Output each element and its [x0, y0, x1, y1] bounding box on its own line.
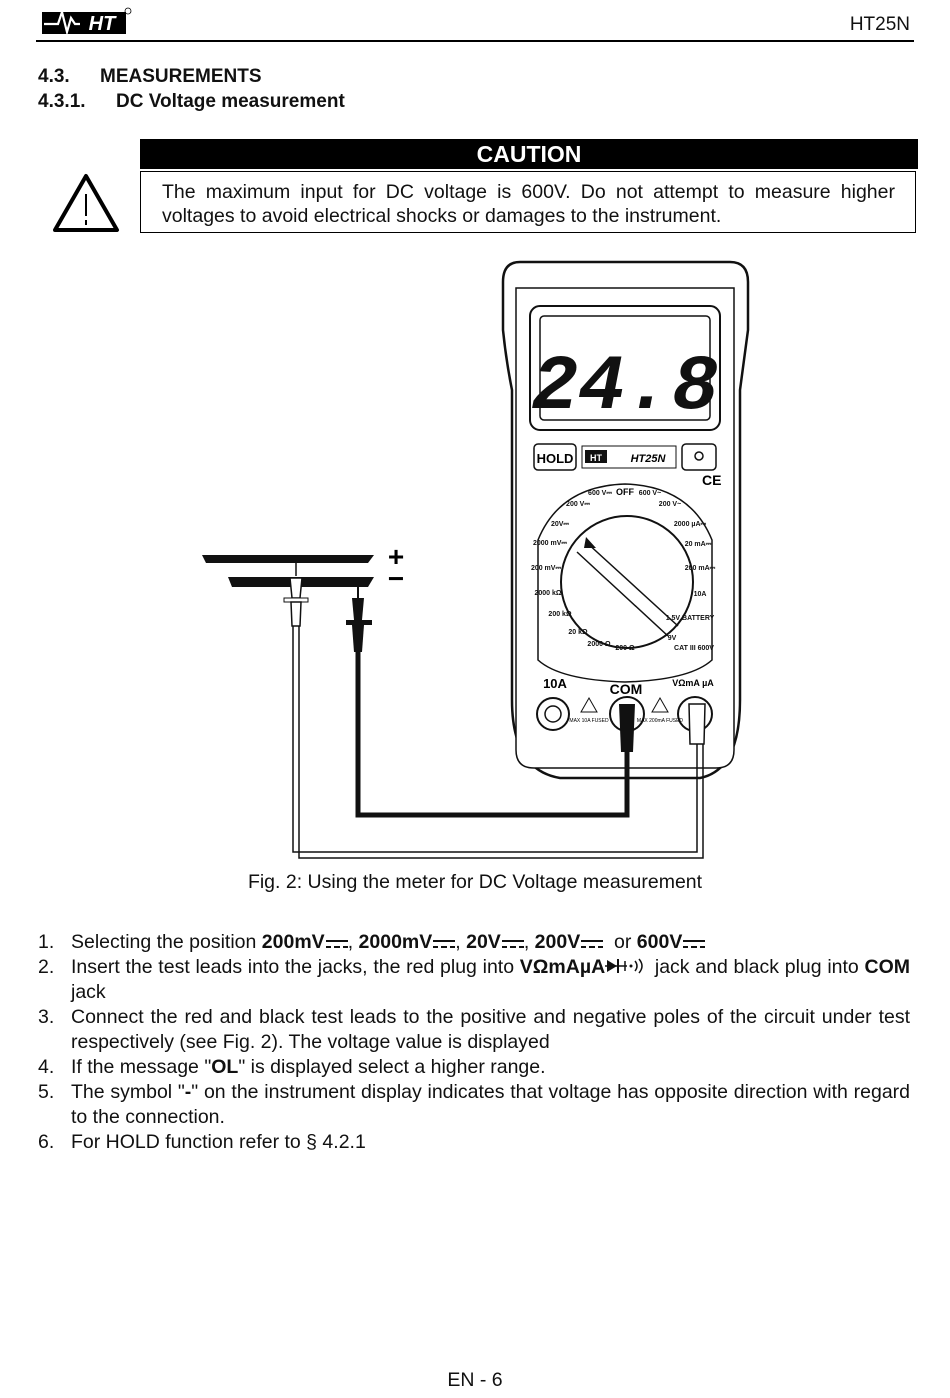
meter-model-label: HT25N [631, 453, 667, 465]
backlight-icon [694, 451, 704, 461]
dial-label: 200 V⎓ [566, 501, 590, 508]
minus-symbol: - [184, 1081, 192, 1103]
warning-triangle-icon [53, 174, 119, 232]
jack-com-label: COM [610, 681, 643, 697]
red-test-lead [283, 562, 706, 859]
dial-label: 2000 mV⎓ [533, 540, 567, 547]
multimeter-figure: + − 24.8 HOLD HT HT25N CE OFF 600 V⎓ 200… [202, 260, 750, 859]
dial-label: 1.5V BATTERY [666, 615, 715, 622]
dial-label: 2000 Ω [587, 641, 611, 648]
separator: , [347, 931, 359, 953]
step-text: If the message " [71, 1056, 212, 1078]
dial-label: 200 kΩ [548, 611, 572, 618]
dc-symbol-icon [501, 940, 524, 948]
separator: , [455, 931, 467, 953]
dial-label: 600 V~ [639, 490, 661, 497]
step-text: For HOLD function refer to § 4.2.1 [71, 1131, 366, 1153]
ol-message: OL [211, 1056, 239, 1078]
list-number: 2. [38, 956, 55, 978]
page-number: EN - 6 [447, 1369, 503, 1391]
list-number: 6. [38, 1131, 55, 1153]
circuit-terminals: + − [202, 541, 404, 594]
range-2000mv: 2000mV [358, 931, 433, 953]
hold-button-label: HOLD [537, 451, 574, 466]
jack-10a-label: 10A [543, 676, 567, 691]
dial-label: 2000 µA⎓ [674, 521, 707, 528]
dial-off: OFF [616, 487, 634, 497]
separator: or [603, 931, 637, 953]
list-item: 5. The symbol "-" on the instrument disp… [38, 1080, 910, 1130]
display-value: 24.8 [531, 344, 718, 432]
subsection-number: 4.3.1. [38, 91, 86, 112]
ht-logo: HT [42, 7, 132, 36]
step-text: " on the instrument display indicates th… [71, 1081, 911, 1128]
list-number: 5. [38, 1081, 55, 1103]
list-number: 1. [38, 931, 55, 953]
dc-symbol-icon [433, 940, 456, 948]
list-item: 2. Insert the test leads into the jacks,… [38, 955, 910, 1005]
header-model: HT25N [849, 14, 910, 35]
subsection-title: DC Voltage measurement [116, 91, 345, 112]
dial-label: 200 V~ [659, 501, 681, 508]
caution-title: CAUTION [140, 139, 918, 169]
list-number: 4. [38, 1056, 55, 1078]
jack-name-vohm: VΩmAµA [519, 956, 606, 978]
dial-label: 2000 kΩ [534, 590, 561, 597]
dial-label: CAT III 600V [674, 645, 714, 652]
dial-label: 200 mV⎓ [531, 565, 562, 572]
dial-label: 200 Ω [615, 645, 635, 652]
step-text: The symbol " [71, 1081, 185, 1103]
range-200v: 200V [534, 931, 581, 953]
step-text: jack and black plug into [649, 956, 865, 978]
step-text: Insert the test leads into the jacks, th… [71, 956, 520, 978]
dc-symbol-icon [325, 940, 348, 948]
fuse-label-10a: MAX 10A FUSED [569, 718, 609, 724]
step-text: Connect the red and black test leads to … [71, 1006, 910, 1053]
list-item: 1. Selecting the position 200mV, 2000mV,… [38, 930, 910, 955]
jack-name-com: COM [864, 956, 910, 978]
list-item: 4. If the message "OL" is displayed sele… [38, 1055, 910, 1080]
list-item: 3. Connect the red and black test leads … [38, 1005, 910, 1055]
dc-symbol-icon [683, 940, 706, 948]
dial-label: 200 mA⎓ [685, 565, 716, 572]
ce-mark: CE [702, 472, 721, 488]
dial-label: 600 V⎓ [588, 490, 612, 497]
black-test-lead [346, 585, 635, 818]
fuse-label-200ma: MAX 200mA FUSED [637, 718, 684, 724]
dial-labels: 600 V⎓ 200 V⎓ 20V⎓ 2000 mV⎓ 200 mV⎓ 2000… [531, 490, 716, 652]
procedure-list: 1. Selecting the position 200mV, 2000mV,… [38, 930, 910, 1155]
step-text: Selecting the position [71, 931, 262, 953]
list-item: 6. For HOLD function refer to § 4.2.1 [38, 1130, 910, 1155]
range-200mv: 200mV [261, 931, 325, 953]
dial-label: 20 kΩ [568, 629, 588, 636]
range-600v: 600V [636, 931, 683, 953]
step-text: jack [71, 981, 106, 1003]
meter-body: 24.8 HOLD HT HT25N CE OFF 600 V⎓ 200 V⎓ … [501, 260, 750, 780]
section-title: MEASUREMENTS [100, 66, 262, 87]
jack-v-label: VΩmA µA [672, 678, 714, 688]
dc-symbol-icon [581, 940, 604, 948]
dial-label: 9V [668, 635, 677, 642]
section-number: 4.3. [38, 66, 70, 87]
section-heading: 4.3. MEASUREMENTS [38, 66, 262, 88]
minus-sign: − [388, 563, 404, 594]
dial-label: 20 mA⎓ [685, 541, 712, 548]
dial-label: 20V⎓ [551, 521, 569, 528]
brand-label: HT [590, 453, 602, 463]
header-rule [36, 40, 914, 42]
caution-box [140, 171, 916, 233]
subsection-heading: 4.3.1. DC Voltage measurement [38, 91, 345, 113]
range-20v: 20V [466, 931, 501, 953]
separator: , [523, 931, 535, 953]
logo-text: HT [89, 13, 117, 35]
list-number: 3. [38, 1006, 55, 1028]
step-text: " is displayed select a higher range. [238, 1056, 546, 1078]
diode-continuity-icon [605, 958, 643, 974]
plus-sign: + [388, 541, 404, 572]
caution-text: The maximum input for DC voltage is 600V… [162, 181, 895, 227]
figure-caption: Fig. 2: Using the meter for DC Voltage m… [247, 871, 703, 893]
dial-label: 10A [694, 591, 707, 598]
